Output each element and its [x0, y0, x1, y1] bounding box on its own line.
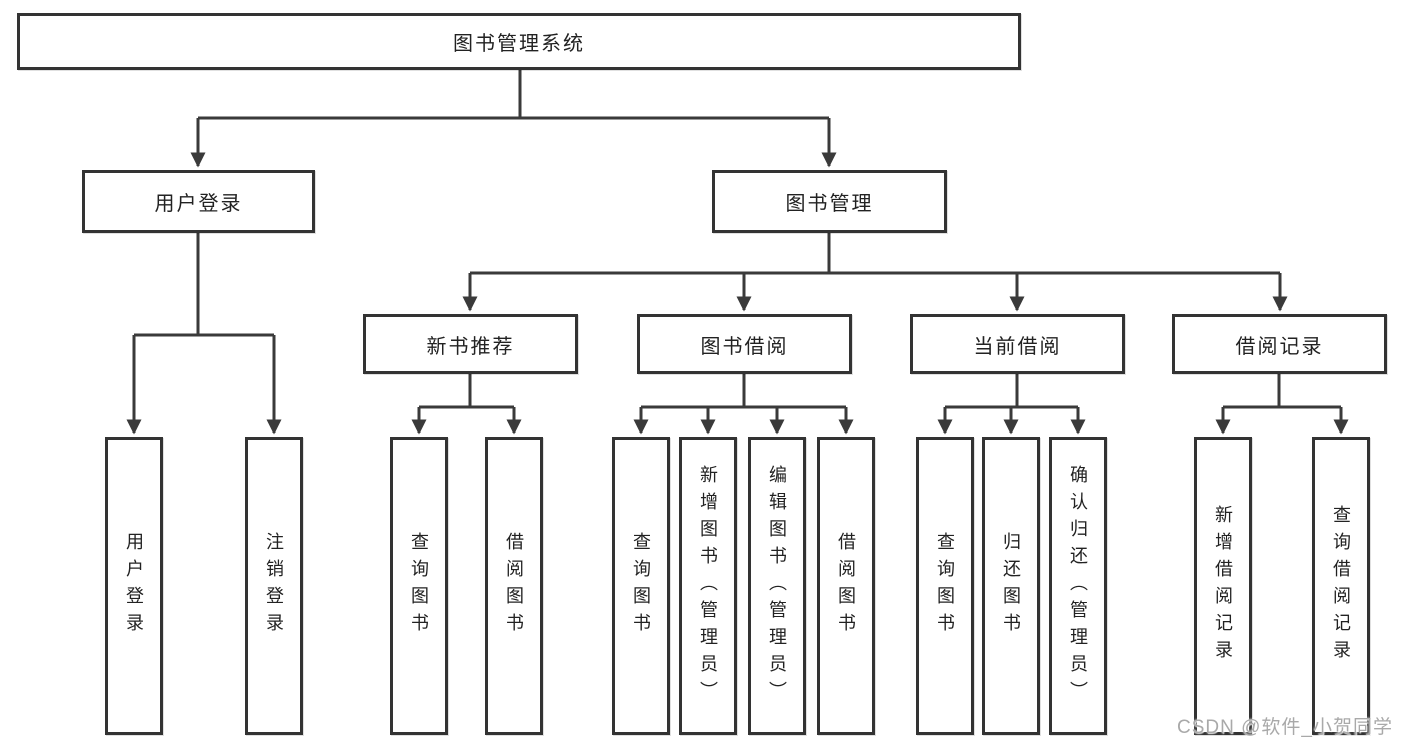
node-user-login: 用户登录	[82, 170, 315, 233]
leaf-query-borrowing-record: 查询借阅记录	[1312, 437, 1370, 735]
node-label: 编辑图书（管理员）	[767, 464, 787, 708]
leaf-user-login: 用户登录	[105, 437, 163, 735]
node-book-borrowing: 图书借阅	[637, 314, 852, 374]
leaf-add-borrowing-record: 新增借阅记录	[1194, 437, 1252, 735]
node-label: 查询图书	[409, 532, 429, 640]
node-label: 用户登录	[124, 532, 144, 640]
leaf-borrowing-query-books: 查询图书	[612, 437, 670, 735]
leaf-current-query-books: 查询图书	[916, 437, 974, 735]
node-label: 新书推荐	[426, 335, 515, 358]
node-library-management-system: 图书管理系统	[17, 13, 1021, 70]
leaf-confirm-return-admin: 确认归还（管理员）	[1049, 437, 1107, 735]
node-label: 查询图书	[631, 532, 651, 640]
node-label: 归还图书	[1001, 532, 1021, 640]
leaf-recommend-query-books: 查询图书	[390, 437, 448, 735]
node-label: 图书管理	[785, 193, 874, 215]
leaf-recommend-borrow-books: 借阅图书	[485, 437, 543, 735]
node-current-borrowing: 当前借阅	[910, 314, 1125, 374]
csdn-watermark: CSDN @软件_小贺同学	[1177, 717, 1393, 738]
node-label: 新增图书（管理员）	[698, 464, 718, 708]
node-label: 查询图书	[935, 532, 955, 640]
node-label: 用户登录	[154, 193, 243, 215]
node-book-management: 图书管理	[712, 170, 947, 233]
node-label: 新增借阅记录	[1213, 505, 1233, 667]
node-label: 借阅记录	[1235, 335, 1324, 358]
node-new-book-recommendation: 新书推荐	[363, 314, 578, 374]
node-label: 确认归还（管理员）	[1068, 464, 1088, 708]
leaf-add-books-admin: 新增图书（管理员）	[679, 437, 737, 735]
node-label: 图书管理系统	[453, 33, 585, 55]
node-borrowing-records: 借阅记录	[1172, 314, 1387, 374]
node-label: 图书借阅	[700, 335, 789, 358]
node-label: 借阅图书	[504, 532, 524, 640]
node-label: 当前借阅	[973, 335, 1062, 358]
node-label: 注销登录	[264, 532, 284, 640]
leaf-return-books: 归还图书	[982, 437, 1040, 735]
leaf-logout: 注销登录	[245, 437, 303, 735]
leaf-edit-books-admin: 编辑图书（管理员）	[748, 437, 806, 735]
node-label: 查询借阅记录	[1331, 505, 1351, 667]
leaf-borrowing-borrow-books: 借阅图书	[817, 437, 875, 735]
node-label: 借阅图书	[836, 532, 856, 640]
